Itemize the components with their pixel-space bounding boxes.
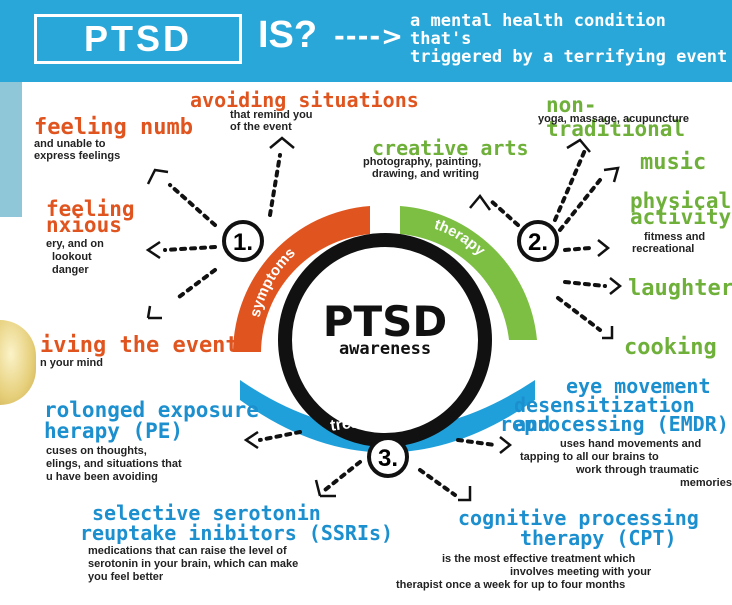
dotted-connectors: [163, 148, 607, 497]
treatment-ssri-desc-1: medications that can raise the level of: [88, 545, 287, 557]
treatment-emdr-desc-4: memories: [680, 477, 732, 489]
number-circle-2: [517, 220, 559, 262]
therapy-laughter-title: laughter: [628, 276, 732, 301]
arrow-heads: [145, 136, 623, 502]
therapy-music-title: music: [640, 150, 707, 175]
therapy-arc: [400, 206, 537, 340]
center-subtitle: awareness: [339, 339, 431, 359]
symptom-anxious-title-1: feeling: [46, 197, 135, 221]
header-banner: [0, 0, 732, 82]
number-label-2: 2.: [528, 229, 548, 256]
symptom-avoiding-desc-1: that remind you: [230, 109, 313, 121]
symptom-numb-desc-2: express feelings: [34, 150, 121, 162]
therapy-physical-title-1: physical: [630, 189, 732, 213]
treatment-emdr-desc-2: tapping to all our brains to: [520, 451, 659, 463]
definition-line-2: triggered by a terrifying event: [410, 47, 728, 67]
symptoms-arc: [233, 206, 370, 352]
symptom-avoiding-desc-2: of the event: [230, 121, 292, 133]
treatment-ssri-desc-3: you feel better: [88, 571, 164, 583]
treatment-emdr-desc-1: uses hand movements and: [560, 438, 702, 450]
treatment-ssri-desc-2: serotonin in your brain, which can make: [88, 558, 299, 570]
number-label-1: 1.: [233, 229, 253, 256]
treatment-cpt-title-1: cognitive processing: [458, 506, 699, 530]
infographic-card-edge: [0, 217, 36, 605]
symptom-anxious-title-2: nxious: [46, 213, 122, 237]
header-brand-box: PTSD: [34, 14, 242, 64]
treatment-cpt-desc-2: involves meeting with your: [510, 566, 652, 578]
treatment-pe-desc-2: elings, and situations that: [46, 458, 182, 470]
symptom-numb-title: feeling numb: [34, 115, 193, 140]
therapy-nontraditional-title: non-traditional: [546, 93, 686, 141]
treatments-arc: [240, 380, 535, 453]
header-arrow: ---->: [334, 22, 404, 52]
symptom-anxious-desc-1: ery, and on: [46, 238, 104, 250]
treatment-ssri-title-1: selective serotonin: [92, 501, 321, 525]
header-is-label: IS?: [258, 14, 318, 56]
symptom-anxious-desc-3: danger: [52, 264, 89, 276]
therapy-creative-desc-1: photography, painting,: [363, 156, 482, 168]
treatment-cpt-title-2: therapy (CPT): [520, 526, 677, 550]
number-circle-1: [222, 220, 264, 262]
therapy-creative-title: creative arts: [372, 136, 529, 160]
treatment-cpt-desc-3: therapist once a week for up to four mon…: [396, 579, 626, 591]
treatment-emdr-title-2: desensitization and: [514, 393, 695, 436]
symptom-numb-desc-1: and unable to: [34, 138, 106, 150]
definition-line-1: a mental health condition that's: [410, 11, 666, 49]
therapy-physical-title-2: activity: [630, 205, 732, 229]
therapy-physical-desc-2: recreational: [632, 243, 695, 255]
number-label-3: 3.: [378, 445, 398, 472]
center-title: PTSD: [323, 297, 448, 346]
header-definition: a mental health condition that's trigger…: [410, 12, 728, 66]
treatment-emdr-title-3: reprocessing (EMDR): [500, 412, 729, 436]
number-circle-3: [367, 436, 409, 478]
treatment-pe-title-2: herapy (PE): [44, 419, 184, 443]
therapy-nontraditional-desc: yoga, massage, acupuncture: [538, 113, 689, 125]
treatment-cpt-desc-1: is the most effective treatment which: [442, 553, 636, 565]
therapy-creative-desc-2: drawing, and writing: [372, 168, 479, 180]
center-inner: [305, 260, 465, 420]
symptom-reliving-title: iving the event: [40, 333, 239, 358]
treatment-pe-desc-3: u have been avoiding: [46, 471, 158, 483]
therapy-cooking-title: cooking: [624, 335, 717, 360]
symptom-avoiding-title: avoiding situations: [190, 88, 419, 112]
symptom-anxious-desc-2: lookout: [52, 251, 92, 263]
treatment-pe-title-1: rolonged exposure: [44, 398, 259, 422]
treatment-ssri-title-2: reuptake inibitors (SSRIs): [80, 521, 394, 545]
treatment-emdr-title-1: eye movement: [566, 374, 711, 398]
treatment-pe-desc-1: cuses on thoughts,: [46, 445, 147, 457]
therapy-physical-desc-1: fitmess and: [644, 231, 706, 243]
treatment-emdr-desc-3: work through traumatic: [576, 464, 699, 476]
symptom-reliving-desc: n your mind: [40, 357, 103, 369]
